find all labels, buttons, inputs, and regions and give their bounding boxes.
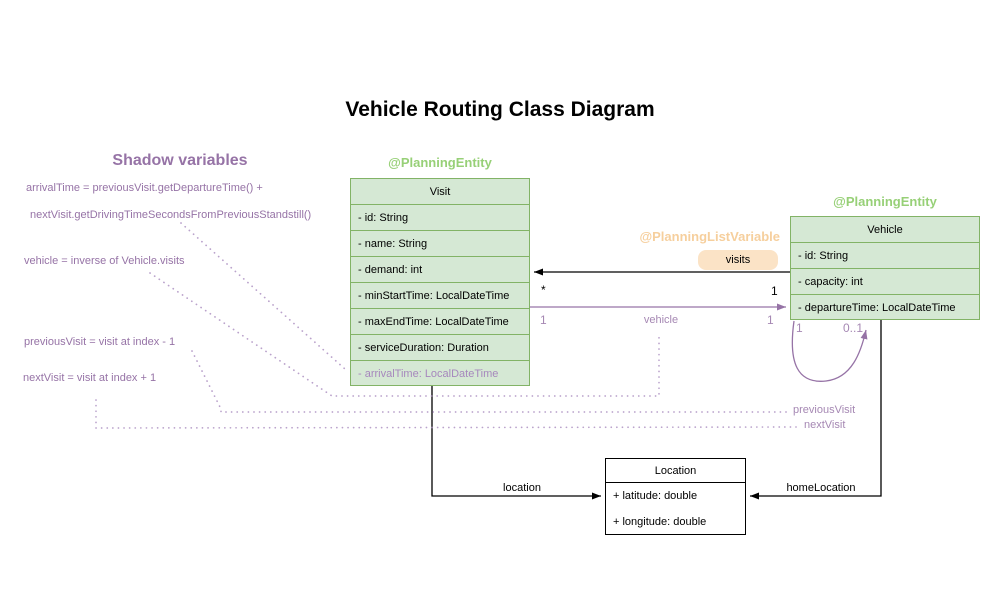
edge-label-homelocation: homeLocation [786, 482, 856, 494]
edge-location [431, 386, 601, 500]
multiplicity-loop-zero-or-one: 0..1 [843, 321, 864, 335]
edge-home-location [750, 320, 882, 500]
class-name-visit: Visit [351, 179, 529, 205]
class-box-vehicle: Vehicle - id: String - capacity: int - d… [790, 216, 980, 320]
annotation-planning-entity-visit: @PlanningEntity [388, 155, 492, 170]
edge-self-loop [791, 320, 868, 382]
multiplicity-vehicle-left: 1 [540, 313, 547, 327]
vehicle-attr-id: - id: String [791, 243, 979, 269]
shadow-formula-arrivaltime-2: nextVisit.getDrivingTimeSecondsFromPrevi… [30, 209, 312, 221]
location-attr-latitude: + latitude: double [613, 490, 698, 502]
class-name-vehicle: Vehicle [791, 217, 979, 243]
edge-label-nextvisit: nextVisit [804, 419, 846, 431]
shadow-formula-vehicle: vehicle = inverse of Vehicle.visits [24, 255, 185, 267]
class-name-location: Location [606, 459, 745, 483]
visit-attr-name: - name: String [351, 231, 529, 257]
shadow-variable-dotted-links [95, 222, 797, 429]
edge-label-location: location [503, 482, 541, 494]
vehicle-attr-capacity: - capacity: int [791, 269, 979, 295]
visits-list-variable-badge: visits [698, 250, 778, 270]
visit-attr-id: - id: String [351, 205, 529, 231]
visit-attr-minstarttime: - minStartTime: LocalDateTime [351, 283, 529, 309]
shadow-formula-previousvisit: previousVisit = visit at index - 1 [24, 336, 176, 348]
page-title: Vehicle Routing Class Diagram [345, 98, 655, 121]
shadow-formula-arrivaltime-1: arrivalTime = previousVisit.getDeparture… [26, 182, 263, 194]
dotted-vehicle-link [149, 272, 660, 397]
dotted-arrivaltime-link [180, 222, 346, 370]
dotted-nextvisit-link [95, 399, 797, 429]
multiplicity-visits-many: * [541, 283, 546, 297]
shadow-variables-heading: Shadow variables [112, 152, 248, 169]
class-box-visit: Visit - id: String - name: String - dema… [350, 178, 530, 386]
shadow-formula-nextvisit: nextVisit = visit at index + 1 [23, 372, 157, 384]
edge-label-previousvisit: previousVisit [793, 404, 856, 416]
vehicle-attr-departuretime: - departureTime: LocalDateTime [798, 302, 956, 314]
visit-attr-serviceduration: - serviceDuration: Duration [351, 335, 529, 361]
multiplicity-loop-one: 1 [796, 321, 803, 335]
multiplicity-visits-one: 1 [771, 284, 778, 298]
visit-attr-demand: - demand: int [351, 257, 529, 283]
multiplicity-vehicle-right: 1 [767, 313, 774, 327]
visit-attr-maxendtime: - maxEndTime: LocalDateTime [351, 309, 529, 335]
edge-label-vehicle: vehicle [643, 314, 679, 326]
annotation-planning-entity-vehicle: @PlanningEntity [833, 194, 937, 209]
visit-attr-arrivaltime-shadow: - arrivalTime: LocalDateTime [358, 368, 499, 380]
class-box-location: Location + latitude: double + longitude:… [605, 458, 746, 535]
location-attr-longitude: + longitude: double [613, 516, 707, 528]
annotation-planning-list-variable: @PlanningListVariable [639, 229, 780, 244]
